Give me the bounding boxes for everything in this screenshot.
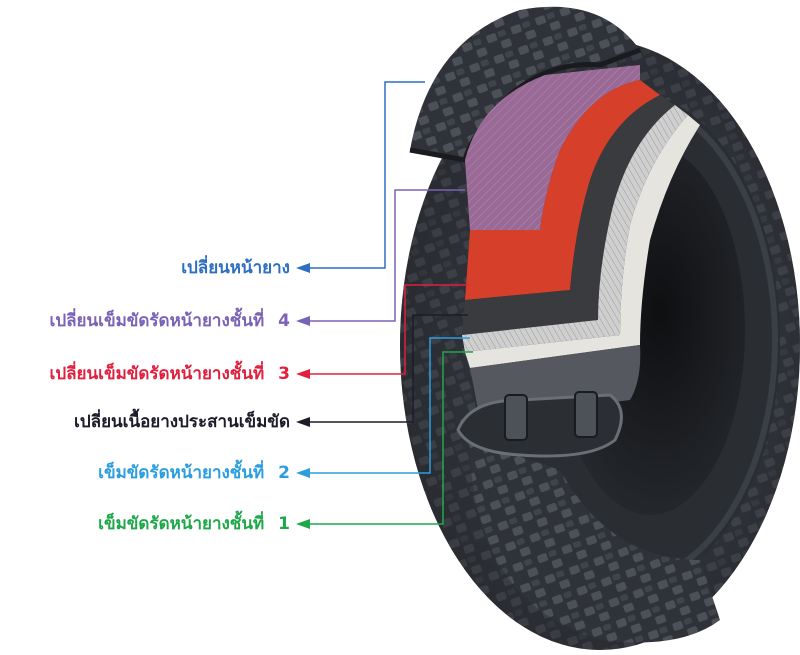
label-belt-1-number: 1	[278, 514, 290, 534]
arrow-head-icon	[296, 417, 310, 427]
label-tread: เปลี่ยนหน้ายาง	[181, 258, 290, 278]
label-cushion: เปลี่ยนเนื้อยางประสานเข็มขัด	[74, 412, 290, 432]
label-belt-4-number: 4	[278, 311, 290, 331]
label-belt-2-text: เข็มขัดรัดหน้ายางชั้นที่	[98, 463, 264, 483]
leader-line	[308, 82, 425, 268]
label-cushion-text: เปลี่ยนเนื้อยางประสานเข็มขัด	[74, 412, 290, 432]
bead-core-right	[575, 392, 597, 437]
label-tread-text: เปลี่ยนหน้ายาง	[181, 258, 290, 278]
arrow-head-icon	[296, 468, 310, 478]
label-belt-1-text: เข็มขัดรัดหน้ายางชั้นที่	[98, 514, 264, 534]
label-belt-2: เข็มขัดรัดหน้ายางชั้นที่ 2	[98, 463, 290, 483]
bead-core-left	[505, 395, 527, 440]
arrow-head-icon	[296, 519, 310, 529]
label-belt-2-number: 2	[278, 463, 290, 483]
label-belt-3-text: เปลี่ยนเข็มขัดรัดหน้ายางชั้นที่	[50, 364, 265, 384]
label-belt-4-text: เปลี่ยนเข็มขัดรัดหน้ายางชั้นที่	[50, 311, 265, 331]
label-belt-3: เปลี่ยนเข็มขัดรัดหน้ายางชั้นที่ 3	[50, 364, 290, 384]
label-belt-4: เปลี่ยนเข็มขัดรัดหน้ายางชั้นที่ 4	[50, 311, 290, 331]
label-belt-3-number: 3	[278, 364, 290, 384]
arrow-head-icon	[296, 263, 310, 273]
arrow-head-icon	[296, 369, 310, 379]
arrow-head-icon	[296, 316, 310, 326]
label-belt-1: เข็มขัดรัดหน้ายางชั้นที่ 1	[98, 514, 290, 534]
